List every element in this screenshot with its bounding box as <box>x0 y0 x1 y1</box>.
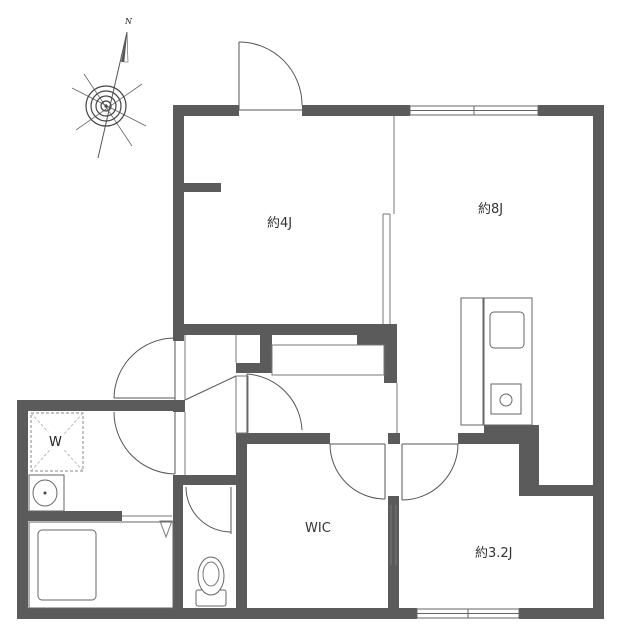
room-labels: 約4J 約8J WIC 約3.2J <box>267 202 513 561</box>
balcony-door <box>238 41 303 111</box>
exterior-walls <box>17 105 604 619</box>
washroom-door <box>113 411 176 475</box>
wic-door <box>329 443 386 500</box>
room-4j-label: 約4J <box>267 216 292 231</box>
compass-north-label: N <box>124 17 133 26</box>
stove <box>490 383 522 415</box>
kitchen-counter <box>460 297 533 426</box>
washbasin <box>28 474 65 512</box>
compass-rose-icon: N <box>71 17 147 159</box>
corridor-lines <box>184 335 398 475</box>
corridor-door <box>184 373 303 433</box>
sliding-door-32j <box>390 505 397 565</box>
washing-machine-space: W <box>30 412 84 472</box>
entrance-door <box>113 337 176 400</box>
wic-label: WIC <box>305 521 331 536</box>
room-32j-door <box>401 443 459 501</box>
washer-label: W <box>49 435 62 450</box>
room-32j-label: 約3.2J <box>475 546 513 561</box>
doors <box>113 41 459 565</box>
kitchen-sink <box>489 311 525 349</box>
bathtub <box>28 515 174 609</box>
interior-walls <box>17 335 604 619</box>
room-8j-label: 約8J <box>478 202 503 217</box>
sliding-door-4j <box>382 116 395 324</box>
toilet <box>195 556 227 607</box>
windows <box>409 105 539 619</box>
toilet-door <box>185 486 232 534</box>
